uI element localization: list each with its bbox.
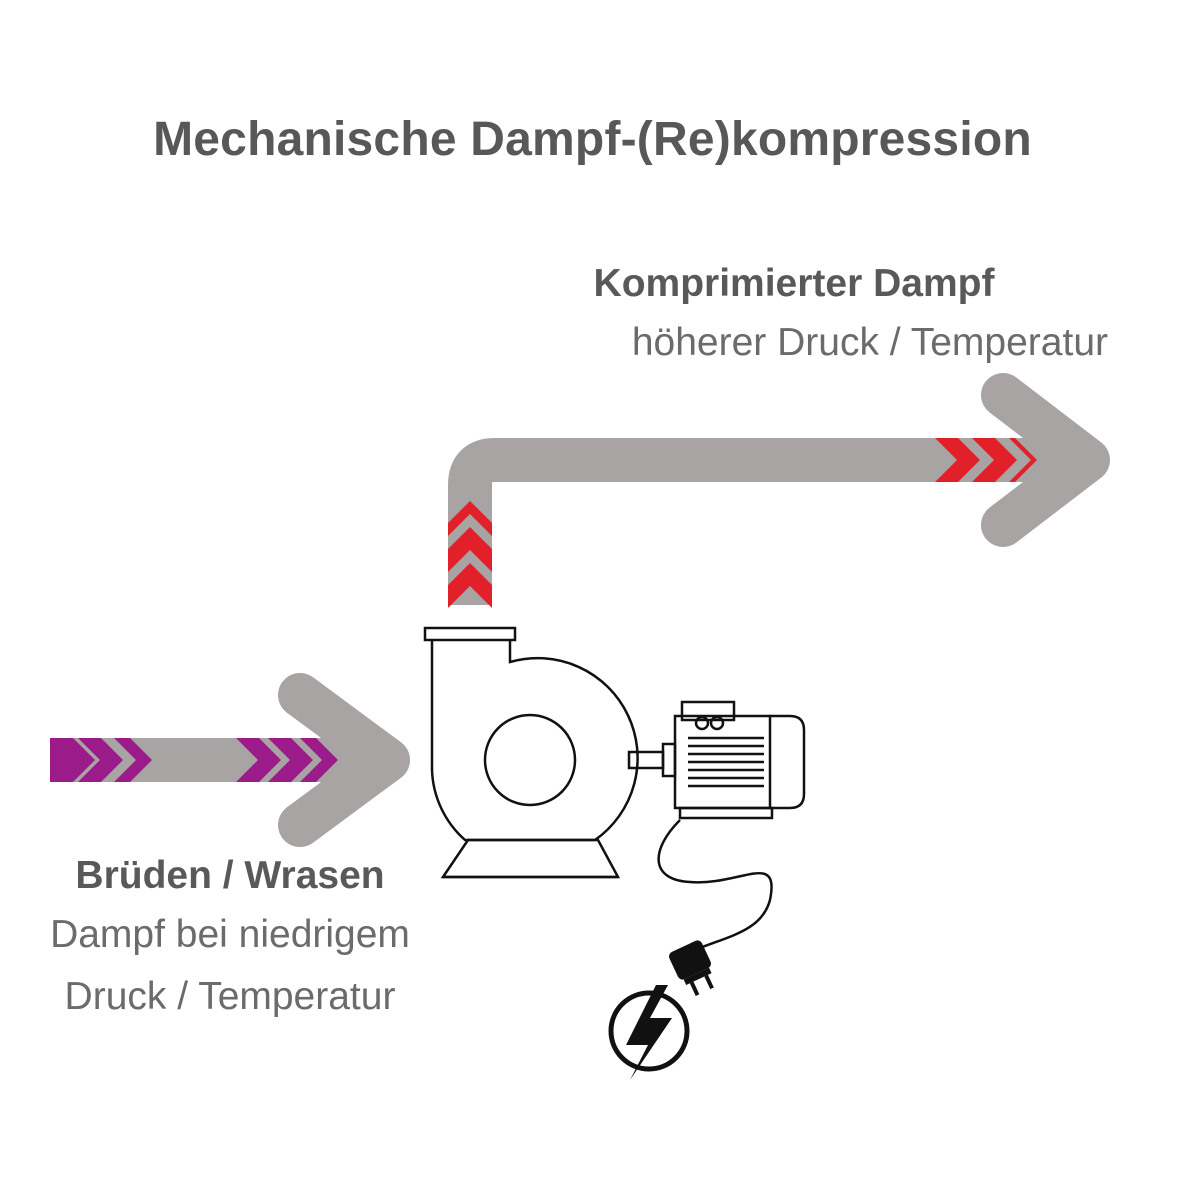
low-pressure-vapor-subtitle-line1: Dampf bei niedrigem xyxy=(50,913,410,956)
low-pressure-vapor-subtitle-line2: Druck / Temperatur xyxy=(64,975,396,1018)
cold-flow-chevrons-right xyxy=(236,738,338,782)
cold-flow-chevrons-left xyxy=(50,738,152,782)
power-plug-icon xyxy=(668,940,714,996)
lightning-bolt-icon xyxy=(608,985,690,1080)
compressor-icon xyxy=(423,626,639,879)
compressed-vapor-heading: Komprimierter Dampf xyxy=(593,262,995,305)
compressed-vapor-subtitle: höherer Druck / Temperatur xyxy=(631,321,1108,364)
compressed-vapor-label: Komprimierter Dampf höherer Druck / Temp… xyxy=(480,258,1108,376)
low-pressure-vapor-label: Brüden / Wrasen Dampf bei niedrigem Druc… xyxy=(0,848,460,1028)
low-pressure-vapor-heading: Brüden / Wrasen xyxy=(75,854,385,897)
hot-flow-chevrons-vertical xyxy=(448,501,492,608)
power-cable xyxy=(657,819,773,950)
compressed-flow-arrow xyxy=(448,373,1110,605)
hot-flow-chevrons-horizontal xyxy=(935,438,1037,482)
electric-motor-icon xyxy=(673,700,806,820)
diagram-title: Mechanische Dampf-(Re)kompression xyxy=(153,113,1032,166)
